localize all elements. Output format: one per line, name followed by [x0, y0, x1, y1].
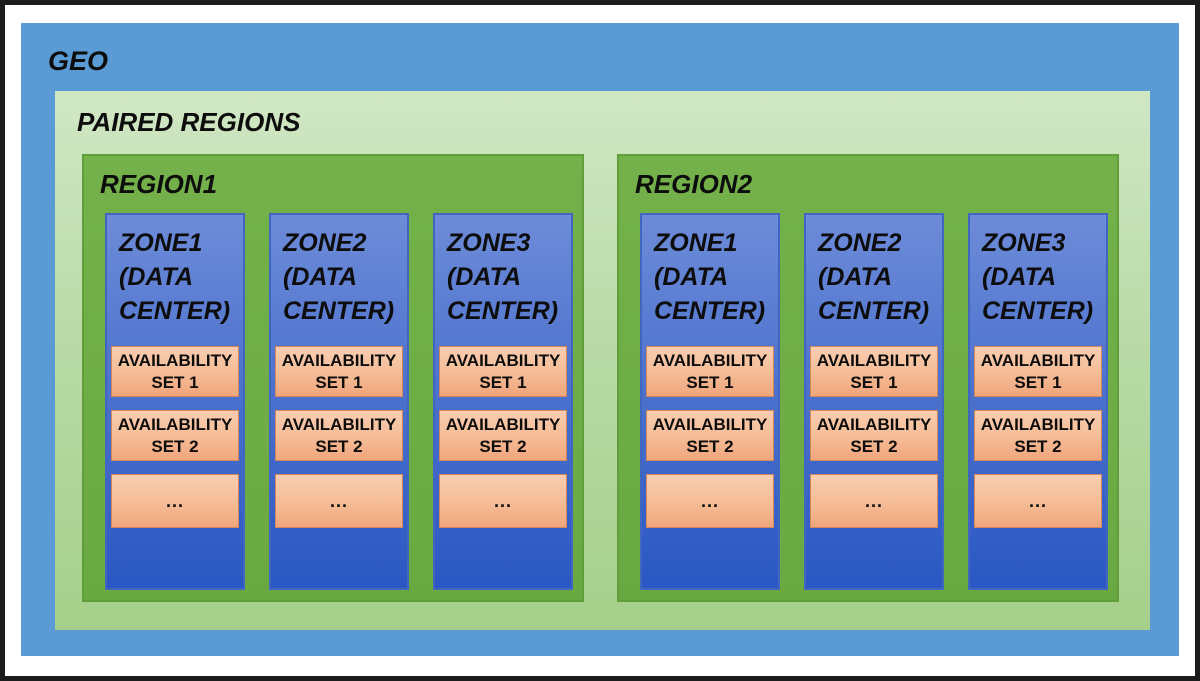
zone-sets: AVAILABILITY SET 1 AVAILABILITY SET 2 ..… [642, 346, 778, 528]
availability-set-1-box: AVAILABILITY SET 1 [974, 346, 1102, 397]
availability-set-2-box: AVAILABILITY SET 2 [646, 410, 774, 461]
region2-label: REGION2 [635, 169, 753, 199]
region2-zones-row: ZONE1 (DATA CENTER) AVAILABILITY SET 1 A… [640, 213, 1117, 590]
zone-sets: AVAILABILITY SET 1 AVAILABILITY SET 2 ..… [806, 346, 942, 528]
availability-set-2-box: AVAILABILITY SET 2 [275, 410, 403, 461]
region2-zone2-box: ZONE2 (DATA CENTER) AVAILABILITY SET 1 A… [804, 213, 944, 590]
zone-title: ZONE1 (DATA CENTER) [119, 229, 231, 325]
zone-sets: AVAILABILITY SET 1 AVAILABILITY SET 2 ..… [107, 346, 243, 528]
availability-set-ellipsis-box: ... [439, 474, 567, 528]
availability-set-2-box: AVAILABILITY SET 2 [810, 410, 938, 461]
paired-regions-label: PAIRED REGIONS [77, 107, 301, 137]
paired-regions-box: PAIRED REGIONS REGION1 ZONE1 (DATA CENTE… [55, 91, 1150, 630]
zone-title: ZONE3 (DATA CENTER) [982, 229, 1094, 325]
geo-label: GEO [48, 46, 109, 76]
availability-set-ellipsis-box: ... [275, 474, 403, 528]
availability-set-2-box: AVAILABILITY SET 2 [974, 410, 1102, 461]
region2-box: REGION2 ZONE1 (DATA CENTER) AVAILABILITY… [617, 154, 1119, 602]
geo-box: GEO PAIRED REGIONS REGION1 ZONE1 (DATA C… [21, 23, 1179, 656]
region1-zone2-box: ZONE2 (DATA CENTER) AVAILABILITY SET 1 A… [269, 213, 409, 590]
availability-set-1-box: AVAILABILITY SET 1 [439, 346, 567, 397]
availability-set-ellipsis-box: ... [646, 474, 774, 528]
zone-title: ZONE2 (DATA CENTER) [283, 229, 395, 325]
region1-zone1-box: ZONE1 (DATA CENTER) AVAILABILITY SET 1 A… [105, 213, 245, 590]
zone-sets: AVAILABILITY SET 1 AVAILABILITY SET 2 ..… [435, 346, 571, 528]
region2-zone3-box: ZONE3 (DATA CENTER) AVAILABILITY SET 1 A… [968, 213, 1108, 590]
regions-row: REGION1 ZONE1 (DATA CENTER) AVAILABILITY… [82, 154, 1150, 602]
availability-set-ellipsis-box: ... [810, 474, 938, 528]
availability-set-2-box: AVAILABILITY SET 2 [111, 410, 239, 461]
region1-box: REGION1 ZONE1 (DATA CENTER) AVAILABILITY… [82, 154, 584, 602]
zone-title: ZONE3 (DATA CENTER) [447, 229, 559, 325]
region1-zones-row: ZONE1 (DATA CENTER) AVAILABILITY SET 1 A… [105, 213, 582, 590]
zone-title: ZONE2 (DATA CENTER) [818, 229, 930, 325]
zone-title: ZONE1 (DATA CENTER) [654, 229, 766, 325]
zone-sets: AVAILABILITY SET 1 AVAILABILITY SET 2 ..… [970, 346, 1106, 528]
region1-label: REGION1 [100, 169, 218, 199]
availability-set-ellipsis-box: ... [111, 474, 239, 528]
region2-zone1-box: ZONE1 (DATA CENTER) AVAILABILITY SET 1 A… [640, 213, 780, 590]
availability-set-2-box: AVAILABILITY SET 2 [439, 410, 567, 461]
availability-set-ellipsis-box: ... [974, 474, 1102, 528]
availability-set-1-box: AVAILABILITY SET 1 [810, 346, 938, 397]
region1-zone3-box: ZONE3 (DATA CENTER) AVAILABILITY SET 1 A… [433, 213, 573, 590]
availability-set-1-box: AVAILABILITY SET 1 [111, 346, 239, 397]
zone-sets: AVAILABILITY SET 1 AVAILABILITY SET 2 ..… [271, 346, 407, 528]
availability-set-1-box: AVAILABILITY SET 1 [275, 346, 403, 397]
availability-set-1-box: AVAILABILITY SET 1 [646, 346, 774, 397]
